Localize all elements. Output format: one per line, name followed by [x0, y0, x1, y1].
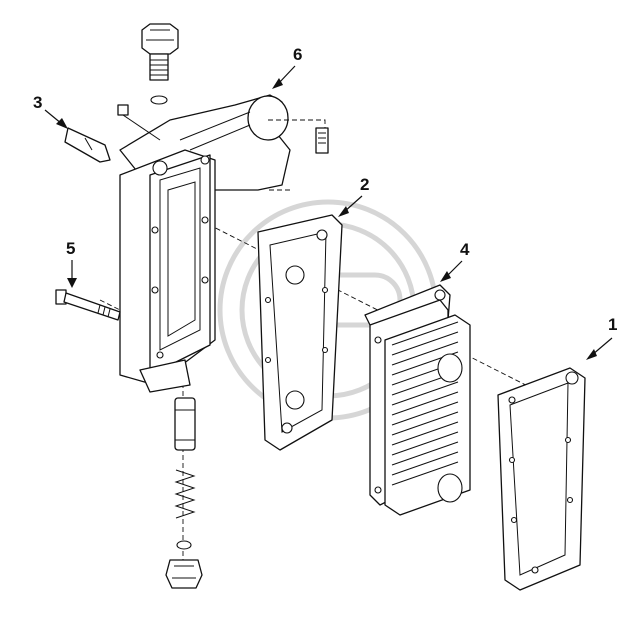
- callout-6-label: 6: [293, 45, 302, 64]
- housing-body: [119, 149, 216, 393]
- rear-gasket: [497, 367, 586, 591]
- small-screw: [117, 104, 161, 141]
- callout-4: 4: [440, 240, 470, 282]
- hex-plug-top: [141, 23, 179, 105]
- callout-4-label: 4: [460, 240, 470, 259]
- callout-1: 1: [586, 315, 617, 360]
- oil-cooler-core: [369, 299, 471, 516]
- thermostat-valve: [174, 397, 196, 451]
- housing-gasket: [257, 214, 343, 451]
- callout-1-label: 1: [608, 315, 617, 334]
- callout-2: 2: [338, 175, 369, 217]
- valve-spring: [174, 469, 196, 519]
- dowel-pin: [64, 127, 111, 163]
- callout-5-label: 5: [66, 239, 75, 258]
- bottom-plug: [165, 559, 203, 589]
- callout-2-label: 2: [360, 175, 369, 194]
- callout-3-label: 3: [33, 93, 42, 112]
- callout-3: 3: [33, 93, 68, 129]
- callout-6: 6: [272, 45, 302, 89]
- plug-o-ring: [176, 540, 192, 550]
- mounting-bolt: [55, 289, 121, 321]
- callout-5: 5: [66, 239, 77, 288]
